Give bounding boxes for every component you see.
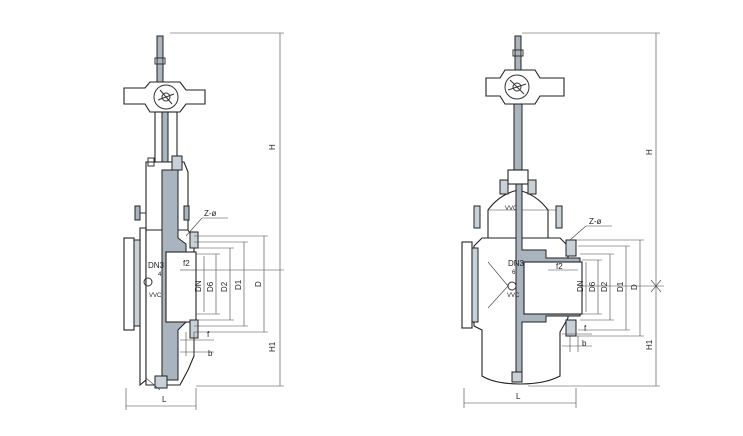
right-dn3-label: DN3 — [508, 259, 525, 268]
right-D6-label: D6 — [588, 281, 597, 292]
left-D2-label: D2 — [220, 281, 229, 292]
left-end-flange — [123, 237, 135, 331]
left-dn3-sub: 4 — [158, 272, 162, 278]
right-f-label: f — [584, 324, 587, 333]
right-DN-label: DN — [576, 280, 585, 292]
right-handwheel — [504, 74, 530, 100]
right-H1-label: H1 — [645, 339, 654, 350]
right-dimensions: H H1 D D1 D2 D6 DN f2 f b Z-ø L — [463, 32, 664, 408]
left-side-flange — [189, 231, 199, 249]
right-end-flange — [461, 241, 473, 329]
left-H1-label: H1 — [268, 341, 277, 352]
left-f-label: f — [207, 330, 210, 339]
right-D1-label: D1 — [616, 281, 625, 292]
right-valve-drawing: VVC VVC DN3 6 — [461, 35, 583, 385]
right-D2-label: D2 — [600, 281, 609, 292]
left-dimensions: H H1 D D1 D2 D6 DN f2 f b Z-ø — [125, 32, 284, 410]
right-L-label: L — [516, 392, 521, 401]
left-actuator — [123, 81, 206, 113]
left-b-label: b — [208, 349, 213, 358]
left-dn3-label: DN3 — [148, 261, 165, 270]
left-marker: VVC — [149, 293, 162, 299]
right-D-label: D — [630, 284, 639, 290]
left-D6-label: D6 — [206, 281, 215, 292]
right-f2-label: f2 — [556, 262, 563, 271]
left-D1-label: D1 — [234, 279, 243, 290]
left-DN-label: DN — [194, 280, 203, 292]
right-marker-top: VVC — [505, 206, 518, 212]
right-side-flange — [565, 239, 577, 257]
left-handwheel — [153, 84, 179, 110]
left-L-label: L — [162, 395, 167, 404]
left-body — [139, 227, 147, 387]
right-actuator — [485, 69, 565, 105]
right-H-label: H — [645, 149, 654, 155]
left-zphi-label: Z-ø — [204, 209, 217, 218]
right-dn3-sub: 6 — [512, 270, 516, 276]
left-D-label: D — [254, 281, 263, 287]
left-H-label: H — [268, 144, 277, 150]
right-marker: VVC — [507, 293, 520, 299]
left-f2-label: f2 — [183, 259, 190, 268]
right-zphi-label: Z-ø — [589, 217, 602, 226]
left-valve-drawing: VVC DN3 4 — [123, 35, 206, 391]
right-b-label: b — [582, 339, 587, 348]
